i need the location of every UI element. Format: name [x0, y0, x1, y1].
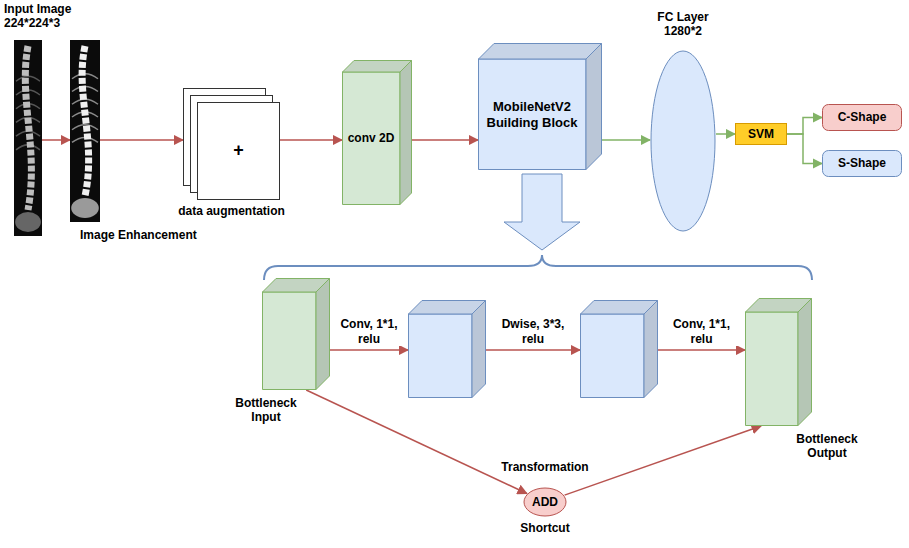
- shape-outline: [70, 40, 100, 222]
- spine-curve: [82, 46, 89, 196]
- edge-label: Conv, 1*1, relu: [665, 317, 739, 346]
- building-block-cube: MobileNetV2 Building Block: [478, 43, 602, 170]
- ellipse-outline: [651, 51, 715, 231]
- node-text: Bottleneck Input: [230, 396, 302, 425]
- shape-outline: [745, 298, 812, 426]
- flow-arrow: [602, 139, 650, 141]
- side-face: [644, 301, 658, 398]
- flow-arrow: [565, 426, 761, 495]
- enhanced-xray-image: Image Enhancement: [70, 40, 100, 222]
- output-class-box: C-Shape: [822, 104, 902, 131]
- node-text: Image Enhancement: [80, 228, 210, 242]
- node-text: S-Shape: [822, 156, 902, 170]
- classifier-box: SVM: [735, 123, 787, 145]
- front-face: [746, 312, 799, 426]
- pelvis-shape: [15, 212, 41, 232]
- edge-label: Conv, 1*1, relu: [332, 317, 406, 346]
- flow-arrow: [716, 133, 735, 135]
- front-face: [409, 314, 473, 398]
- spine-curve: [25, 46, 31, 210]
- edge-label: Dwise, 3*3, relu: [496, 317, 570, 346]
- node-text: C-Shape: [822, 110, 902, 124]
- box-outline: [736, 124, 787, 145]
- annotation-label: Shortcut: [515, 521, 575, 535]
- node-text: SVM: [735, 127, 787, 141]
- layer-slab: conv 2D: [342, 60, 412, 205]
- flow-arrow: [280, 139, 342, 141]
- flow-arrow: [412, 139, 478, 141]
- front-face: [263, 292, 317, 390]
- feature-map-box: [408, 300, 486, 398]
- shape-outline: [183, 88, 280, 200]
- node-text: conv 2D: [342, 131, 400, 145]
- side-face: [316, 279, 330, 390]
- flow-arrow: [787, 118, 822, 135]
- front-face: [581, 314, 645, 398]
- front-face: [343, 72, 401, 205]
- front-face: [479, 59, 587, 170]
- output-class-box: S-Shape: [822, 150, 902, 177]
- side-face: [798, 299, 812, 426]
- flow-arrow: [658, 349, 745, 351]
- flow-arrow: [330, 349, 408, 351]
- box-outline: [823, 151, 902, 177]
- node-text: Bottleneck Output: [791, 432, 863, 461]
- node-text: Input Image 224*224*3: [4, 2, 80, 31]
- flow-arrow: [42, 139, 70, 141]
- xray-background: [70, 40, 100, 222]
- shape-outline: [262, 278, 330, 390]
- flow-arrow: [306, 390, 527, 493]
- ellipse-outline: [524, 488, 566, 516]
- node-text: MobileNetV2 Building Block: [482, 99, 582, 130]
- annotation-label: Transformation: [500, 460, 590, 474]
- side-face: [400, 61, 412, 205]
- node-text: +: [197, 140, 280, 162]
- shape-outline: [580, 300, 658, 398]
- expand-arrow: [504, 174, 580, 250]
- xray-background: [14, 40, 42, 236]
- shape-outline: [14, 40, 42, 236]
- feature-map-box: [580, 300, 658, 398]
- node-text: ADD: [523, 495, 567, 509]
- node-text: data augmentation: [171, 204, 292, 218]
- pelvis-shape: [71, 198, 99, 218]
- augmentation-card: [198, 103, 280, 200]
- flow-arrow: [100, 139, 183, 141]
- shape-outline: [650, 50, 716, 232]
- add-circle: ADD: [523, 487, 567, 517]
- shape-outline: [408, 300, 486, 398]
- box-outline: [823, 105, 902, 131]
- fc-layer-ellipse: FC Layer 1280*2: [650, 50, 716, 232]
- flow-arrow: [787, 134, 822, 164]
- side-face: [472, 301, 486, 398]
- xray-image: Input Image 224*224*3: [14, 40, 42, 236]
- side-face: [586, 44, 602, 170]
- node-text: FC Layer 1280*2: [643, 10, 723, 39]
- curly-brace: [264, 255, 812, 280]
- layer-slab: Bottleneck Input: [262, 278, 330, 390]
- augmentation-stack: +data augmentation: [183, 88, 280, 200]
- flow-arrow: [486, 349, 580, 351]
- layer-slab: Bottleneck Output: [745, 298, 812, 426]
- top-face: [479, 44, 602, 60]
